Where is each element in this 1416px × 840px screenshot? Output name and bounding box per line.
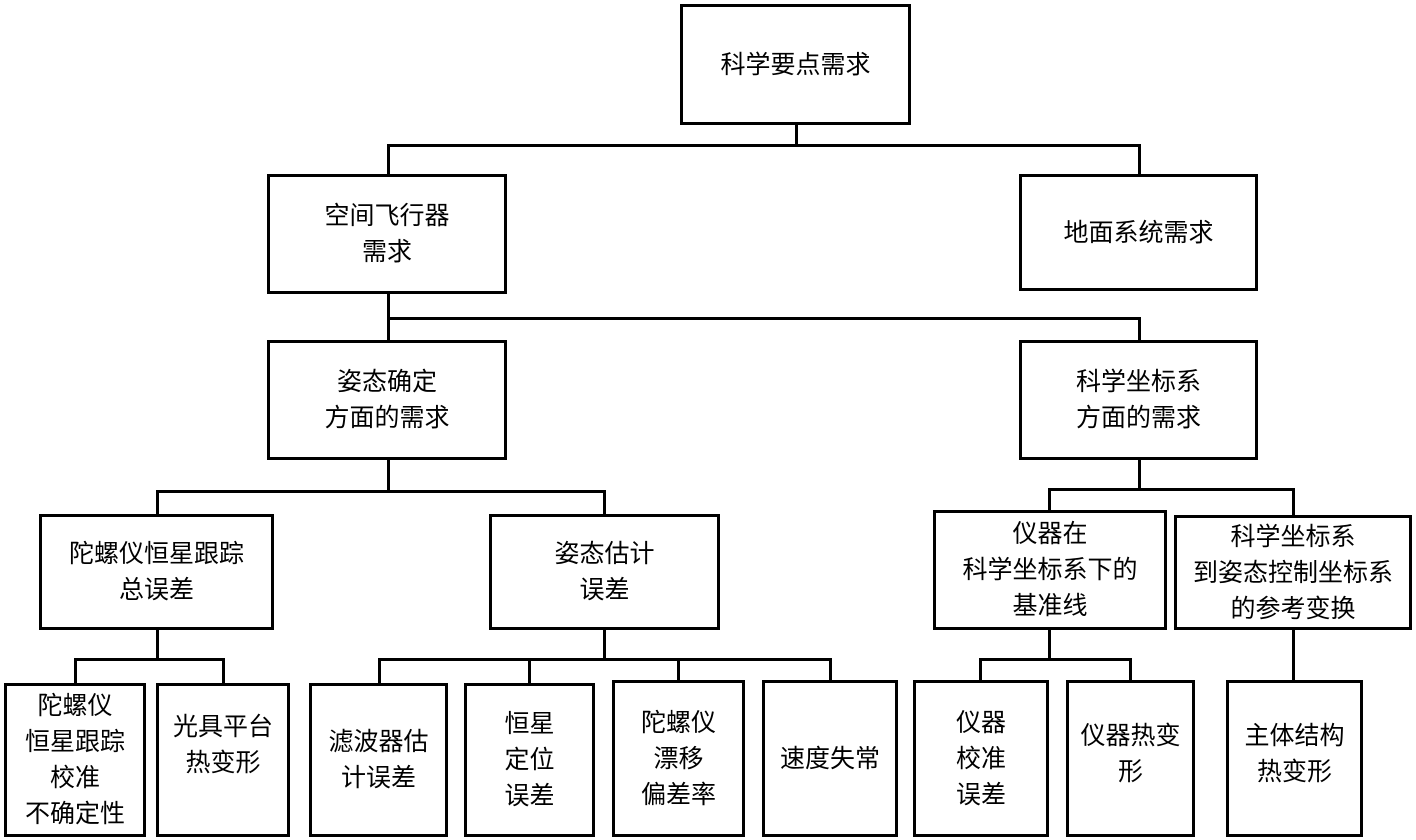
node-root: 科学要点需求 xyxy=(680,4,911,125)
connector-line xyxy=(795,123,798,146)
node-attitude-determination: 姿态确定 方面的需求 xyxy=(267,340,507,460)
connector-line xyxy=(979,658,982,681)
node-instrument-calib-error: 仪器 校准 误差 xyxy=(913,680,1049,837)
connector-line xyxy=(603,490,606,516)
connector-line xyxy=(1048,488,1051,512)
connector-line xyxy=(156,490,606,493)
node-label: 科学坐标系 到姿态控制坐标系 的参考变换 xyxy=(1192,521,1393,623)
connector-line xyxy=(387,458,390,492)
connector-line xyxy=(677,658,680,682)
connector-line xyxy=(1138,317,1141,342)
connector-line xyxy=(74,658,225,661)
node-label: 滤波器估 计误差 xyxy=(328,727,429,792)
connector-line xyxy=(1138,458,1141,490)
node-label: 科学坐标系 方面的需求 xyxy=(1075,367,1201,432)
node-spacecraft: 空间飞行器 需求 xyxy=(267,174,507,294)
node-label: 光具平台 热变形 xyxy=(172,712,273,777)
node-label: 姿态估计 误差 xyxy=(554,539,655,604)
node-label: 陀螺仪恒星跟踪 总误差 xyxy=(68,539,244,604)
connector-line xyxy=(156,490,159,516)
node-label: 仪器热变 形 xyxy=(1080,720,1181,786)
connector-line xyxy=(528,658,531,685)
connector-line xyxy=(74,658,77,685)
connector-line xyxy=(1129,658,1132,681)
node-attitude-estimation: 姿态估计 误差 xyxy=(489,514,720,630)
connector-line xyxy=(979,658,1132,661)
node-velocity-anomaly: 速度失常 xyxy=(762,680,898,837)
connector-line xyxy=(387,144,390,176)
connector-line xyxy=(387,144,1141,147)
node-main-structure-thermal: 主体结构 热变形 xyxy=(1226,680,1363,837)
node-label: 地面系统需求 xyxy=(1063,217,1214,247)
node-label: 科学要点需求 xyxy=(720,49,871,79)
node-label: 陀螺仪 漂移 偏差率 xyxy=(640,707,716,809)
node-ground: 地面系统需求 xyxy=(1019,174,1258,291)
connector-line xyxy=(1292,488,1295,517)
node-optical-bench-thermal: 光具平台 热变形 xyxy=(156,683,290,837)
connector-line xyxy=(829,658,832,682)
node-label: 陀螺仪 恒星跟踪 校准 不确定性 xyxy=(24,691,125,828)
node-label: 空间飞行器 需求 xyxy=(324,201,450,266)
node-instrument-baseline: 仪器在 科学坐标系下的 基准线 xyxy=(933,510,1167,630)
connector-line xyxy=(156,628,159,660)
connector-line xyxy=(1048,628,1051,660)
node-instrument-thermal: 仪器热变 形 xyxy=(1066,680,1195,837)
connector-line xyxy=(378,658,381,685)
node-science-frame: 科学坐标系 方面的需求 xyxy=(1019,340,1258,460)
connector-line xyxy=(1138,144,1141,176)
node-label: 仪器在 科学坐标系下的 基准线 xyxy=(962,519,1138,620)
node-gyro-star-calib: 陀螺仪 恒星跟踪 校准 不确定性 xyxy=(4,683,146,837)
node-frame-transform: 科学坐标系 到姿态控制坐标系 的参考变换 xyxy=(1174,515,1412,630)
connector-line xyxy=(603,628,606,660)
node-star-position-error: 恒星 定位 误差 xyxy=(464,683,595,837)
connector-line xyxy=(1292,628,1295,681)
node-gyro-star-total: 陀螺仪恒星跟踪 总误差 xyxy=(39,514,274,630)
connector-line xyxy=(1048,488,1295,491)
connector-line xyxy=(222,658,225,685)
node-filter-error: 滤波器估 计误差 xyxy=(309,683,448,837)
node-gyro-drift-rate: 陀螺仪 漂移 偏差率 xyxy=(612,680,745,837)
node-label: 主体结构 热变形 xyxy=(1244,720,1345,786)
node-label: 仪器 校准 误差 xyxy=(955,707,1006,809)
node-label: 姿态确定 方面的需求 xyxy=(324,367,450,432)
connector-line xyxy=(387,317,1141,320)
connector-line xyxy=(378,658,832,661)
node-label: 恒星 定位 误差 xyxy=(504,709,555,810)
node-label: 速度失常 xyxy=(779,743,880,773)
